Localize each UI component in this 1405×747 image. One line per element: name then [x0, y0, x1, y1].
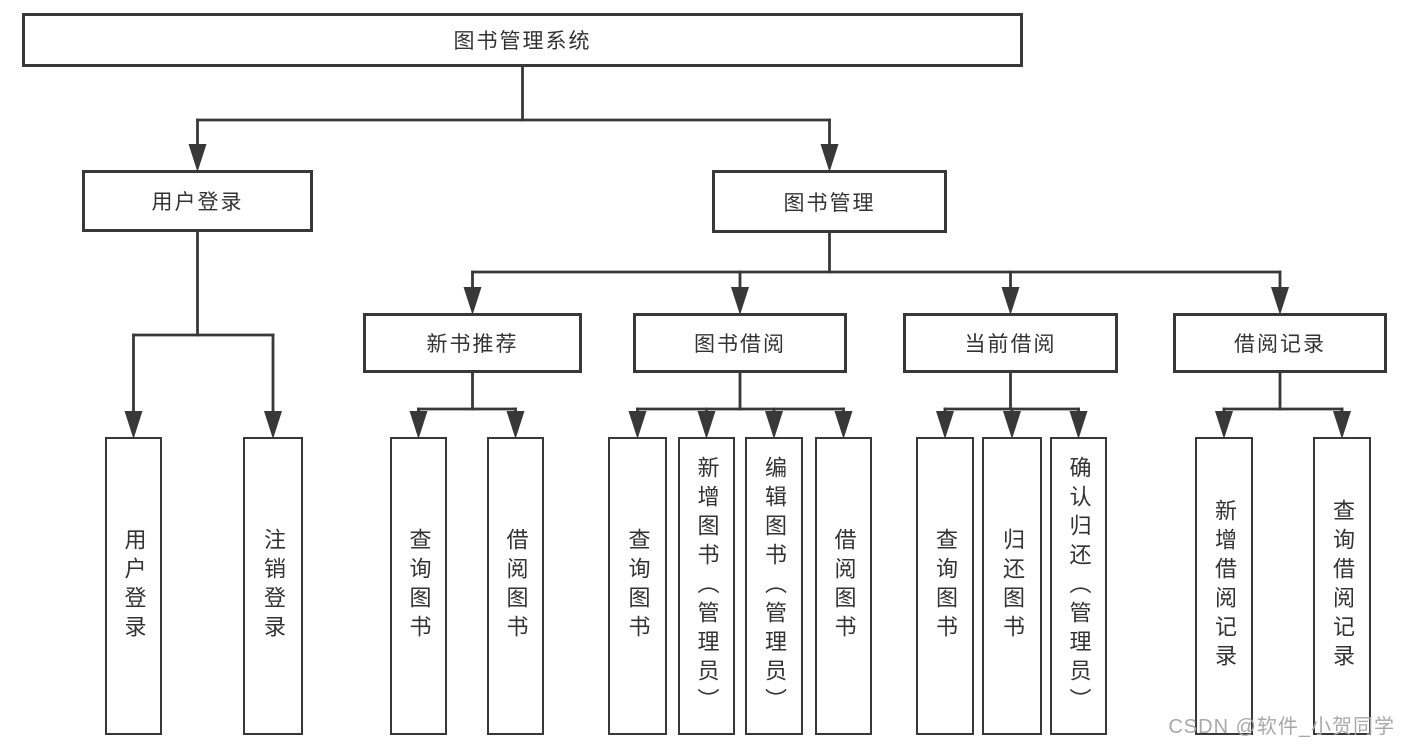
node-br-query: 查询借阅记录 — [1313, 437, 1371, 735]
node-label: 查询图书 — [625, 528, 651, 644]
node-label: 用户登录 — [151, 191, 244, 214]
node-nbr-query: 查询图书 — [390, 437, 447, 735]
arrowhead-icon — [463, 287, 482, 315]
node-label: 图书管理系统 — [453, 30, 592, 53]
node-cb-return: 归还图书 — [982, 437, 1042, 735]
node-label: 查询图书 — [933, 528, 958, 644]
arrowhead-icon — [1069, 411, 1088, 439]
node-label: 新增图书（管理员） — [694, 455, 720, 717]
arrowhead-icon — [1003, 411, 1021, 439]
node-br-add: 新增借阅记录 — [1195, 437, 1253, 735]
node-bb-borrow: 借阅图书 — [815, 437, 872, 735]
node-label: 用户登录 — [121, 528, 147, 644]
node-cb-confirm: 确认归还（管理员） — [1050, 437, 1107, 735]
arrowhead-icon — [264, 411, 282, 439]
node-user-login: 用户登录 — [82, 170, 313, 232]
node-cb-query: 查询图书 — [916, 437, 974, 735]
node-borrow-records: 借阅记录 — [1173, 313, 1387, 373]
node-label: 注销登录 — [261, 528, 286, 644]
arrowhead-icon — [765, 411, 783, 439]
node-bb-edit: 编辑图书（管理员） — [745, 437, 803, 735]
node-label: 借阅图书 — [831, 528, 857, 644]
node-new-book-rec: 新书推荐 — [363, 313, 582, 373]
node-label: 借阅记录 — [1234, 333, 1326, 356]
node-book-mgmt: 图书管理 — [712, 170, 947, 233]
arrowhead-icon — [731, 287, 749, 315]
arrowhead-icon — [124, 411, 143, 439]
arrowhead-icon — [628, 411, 647, 439]
node-bb-add: 新增图书（管理员） — [678, 437, 735, 735]
node-label: 确认归还（管理员） — [1066, 455, 1092, 717]
node-book-borrow: 图书借阅 — [633, 313, 847, 373]
node-root: 图书管理系统 — [22, 13, 1023, 67]
node-label: 归还图书 — [1000, 528, 1025, 644]
node-label: 当前借阅 — [964, 333, 1057, 356]
arrowhead-icon — [1001, 287, 1020, 315]
arrowhead-icon — [834, 411, 853, 439]
arrowhead-icon — [1215, 411, 1233, 439]
node-label: 借阅图书 — [503, 528, 529, 644]
node-bb-query: 查询图书 — [608, 437, 667, 735]
node-label: 图书借阅 — [694, 333, 786, 356]
node-nbr-borrow: 借阅图书 — [487, 437, 544, 735]
node-label: 新增借阅记录 — [1212, 499, 1237, 673]
arrowhead-icon — [936, 411, 954, 439]
node-label: 新书推荐 — [426, 333, 519, 356]
arrowhead-icon — [188, 144, 207, 172]
arrowhead-icon — [506, 411, 525, 439]
arrowhead-icon — [697, 411, 716, 439]
node-label: 图书管理 — [783, 191, 876, 215]
node-user-login-action: 用户登录 — [105, 437, 162, 735]
node-label: 查询借阅记录 — [1330, 499, 1355, 673]
arrowhead-icon — [1333, 411, 1351, 439]
node-label: 编辑图书（管理员） — [762, 455, 787, 717]
node-current-borrow: 当前借阅 — [903, 313, 1118, 373]
arrowhead-icon — [409, 411, 428, 439]
arrowhead-icon — [820, 144, 839, 172]
node-label: 查询图书 — [406, 528, 432, 644]
arrowhead-icon — [1271, 287, 1289, 315]
node-logout: 注销登录 — [243, 437, 303, 735]
